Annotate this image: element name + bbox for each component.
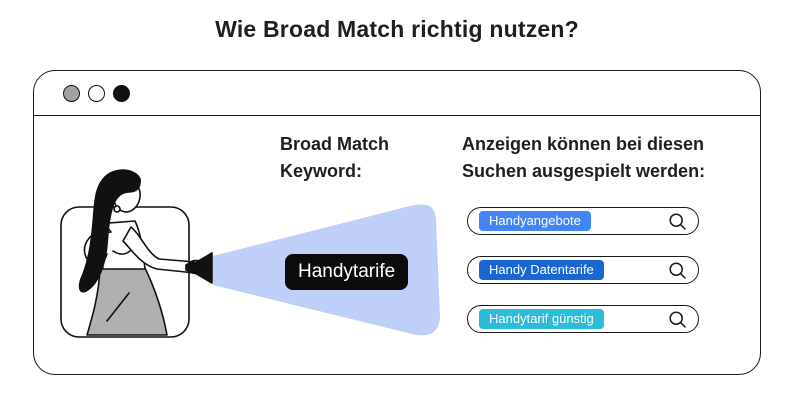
search-pill[interactable]: Handy Datentarife: [467, 256, 699, 284]
skirt-fold-line: [106, 292, 130, 322]
results-heading-line1: Anzeigen können bei diesen: [462, 134, 705, 154]
spotlight-person-illustration: [60, 169, 213, 338]
broad-match-label: Broad Match Keyword:: [280, 131, 389, 185]
window-control-white-icon[interactable]: [88, 84, 105, 102]
window-control-gray-icon[interactable]: [63, 84, 80, 102]
search-pill[interactable]: Handytarif günstig: [467, 305, 699, 333]
broad-match-label-line1: Broad Match: [280, 134, 390, 154]
search-icon[interactable]: [668, 261, 687, 280]
search-query-chip: Handyangebote: [479, 211, 591, 231]
search-icon[interactable]: [668, 310, 687, 329]
flashlight-head-icon: [194, 252, 213, 284]
results-heading: Anzeigen können bei diesen Suchen ausges…: [462, 131, 705, 185]
search-query-chip: Handytarif günstig: [479, 309, 604, 329]
search-pill[interactable]: Handyangebote: [467, 207, 699, 235]
person-hair: [78, 169, 141, 293]
person-earring: [113, 205, 121, 213]
search-icon[interactable]: [668, 212, 687, 231]
results-heading-line2: Suchen ausgespielt werden:: [462, 161, 706, 181]
flashlight-icon: [185, 260, 195, 274]
window-titlebar: [34, 71, 760, 116]
search-query-chip: Handy Datentarife: [479, 260, 604, 280]
person-bust-line: [112, 250, 131, 255]
keyword-chip: Handytarife: [285, 254, 409, 290]
broad-match-label-line2: Keyword:: [280, 161, 363, 181]
person-skirt: [86, 267, 168, 336]
window-control-black-icon[interactable]: [113, 84, 130, 102]
page-title: Wie Broad Match richtig nutzen?: [215, 16, 579, 42]
